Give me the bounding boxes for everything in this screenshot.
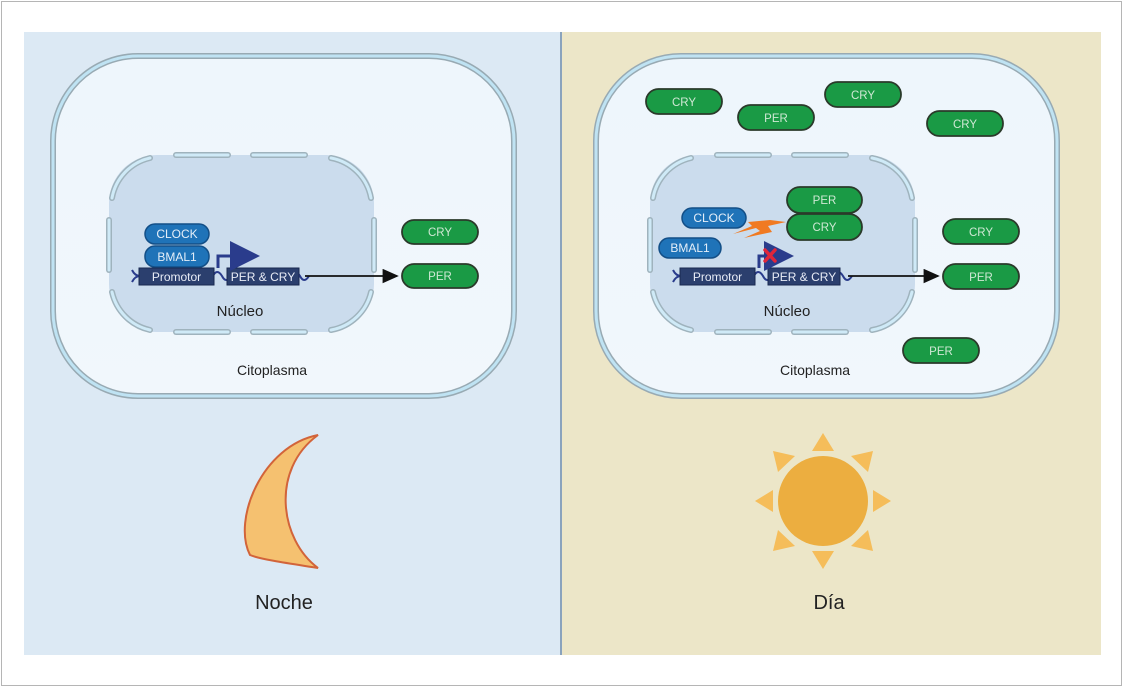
night-caption: Noche [255,592,313,614]
bmal1-label: BMAL1 [670,241,710,255]
clock-label: CLOCK [693,211,734,225]
nucleus-label: Núcleo [217,303,264,320]
transcription-start-arrow-icon [216,241,260,271]
cry-protein: CRY [942,218,1020,245]
bmal1-protein: BMAL1 [144,245,210,268]
cell-membrane-inner [51,54,516,398]
cytoplasm-label: Citoplasma [780,362,850,378]
scattered-cry-protein: CRY [824,81,902,108]
transcription-start-arrow-icon [757,241,794,271]
per-label: PER [969,272,993,284]
cry-label: CRY [969,227,993,239]
nucleus: CLOCK BMAL1 Promotor PER & CRY Núcleo [106,152,377,335]
cytoplasm-label: Citoplasma [237,362,307,378]
promoter-label: Promotor [152,270,201,284]
nucleus-label: Núcleo [764,303,811,320]
per-label: PER [428,271,452,283]
promoter-label: Promotor [693,270,742,284]
clock-protein: CLOCK [144,223,210,245]
per-protein: PER [401,263,479,289]
nucleus: CLOCK BMAL1 PER CRY [647,152,918,335]
per-cry-complex: PER CRY [786,186,863,241]
promoter-region: Promotor [679,267,756,286]
bmal1-label: BMAL1 [157,250,197,264]
clock-label: CLOCK [156,227,197,241]
gene-label: PER & CRY [231,270,295,284]
day-cell: CLOCK BMAL1 PER CRY [593,53,1060,399]
promoter-region: Promotor [138,267,215,286]
per-cry-gene: PER & CRY [226,267,300,286]
panel-divider [560,32,562,655]
moon-icon [243,434,319,569]
sun-icon [755,433,891,569]
day-caption: Día [813,592,845,614]
scattered-cry-protein: CRY [645,88,723,115]
inhibition-lightning-icon [733,220,786,238]
scattered-per-protein: PER [737,104,815,131]
cry-label: CRY [851,90,875,102]
clock-protein: CLOCK [681,207,747,229]
per-label: PER [764,113,788,125]
gene-label: PER & CRY [772,270,836,284]
scattered-per-protein: PER [902,337,980,364]
cry-label: CRY [428,227,452,239]
per-protein: PER [942,263,1020,290]
blocked-x-icon [763,248,777,263]
cry-label: CRY [672,97,696,109]
scattered-cry-protein: CRY [926,110,1004,137]
cry-label: CRY [953,119,977,131]
cell-membrane-inner [594,54,1059,398]
per-cry-gene: PER & CRY [767,267,841,286]
bmal1-protein: BMAL1 [658,237,722,259]
complex-per-label: PER [813,195,837,207]
night-cell: CLOCK BMAL1 Promotor PER & CRY Núcleo [50,53,517,399]
complex-cry-label: CRY [812,222,836,234]
cry-protein: CRY [401,219,479,245]
per-label: PER [929,346,953,358]
